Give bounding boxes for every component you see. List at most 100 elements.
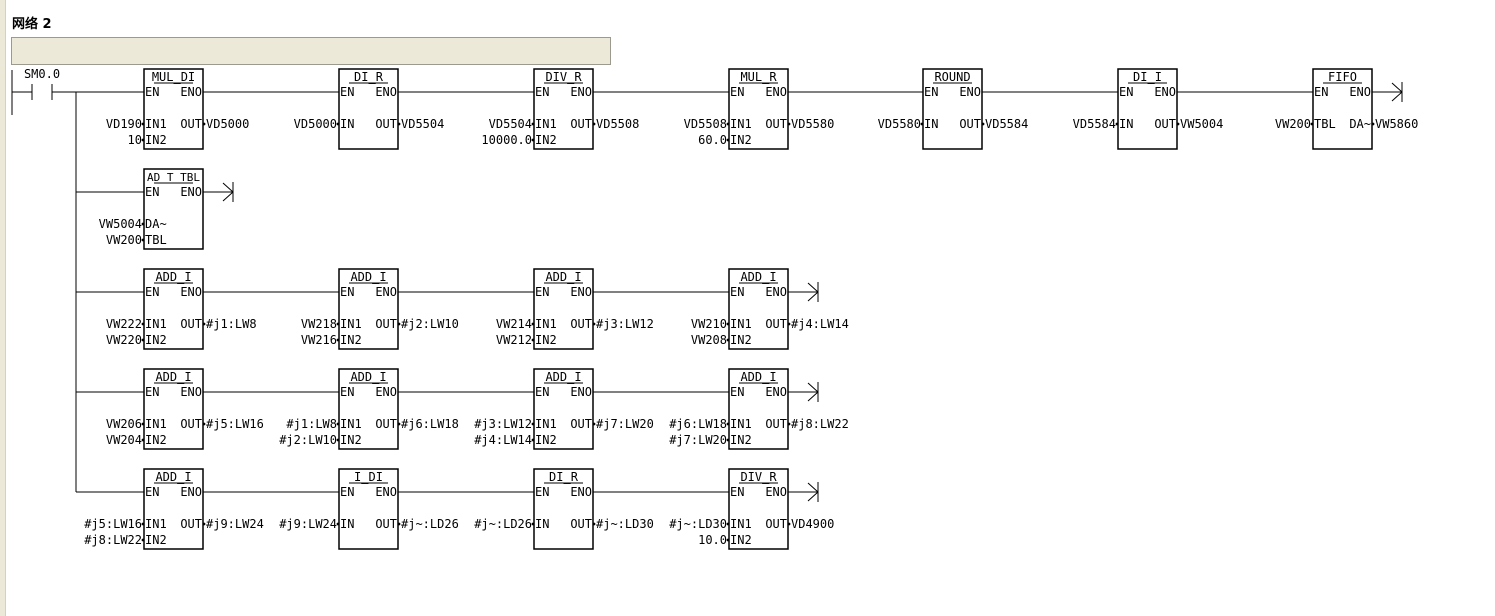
operand-input: VW200: [1275, 117, 1311, 131]
block-name: ADD_I: [350, 270, 386, 284]
operand-input: VW210: [691, 317, 727, 331]
block-frame: [728, 468, 789, 550]
pin-dot: [981, 122, 985, 126]
output-end-arrow-icon: [788, 282, 819, 302]
pin-input-in: IN: [1119, 117, 1133, 131]
pin-dot: [336, 422, 340, 426]
operand-input: VD5584: [1073, 117, 1116, 131]
pin-dot: [531, 522, 535, 526]
pin-dot: [141, 122, 145, 126]
pin-eno: ENO: [375, 85, 397, 99]
operand-output: #j~:LD30: [596, 517, 654, 531]
block-frame: [338, 68, 399, 150]
pin-eno: ENO: [375, 285, 397, 299]
block-frame: [728, 368, 789, 450]
pin-dot: [726, 122, 730, 126]
pin-input-in1: IN1: [145, 417, 167, 431]
pin-input-in2: IN2: [535, 133, 557, 147]
pin-eno: ENO: [959, 85, 981, 99]
pin-dot: [531, 122, 535, 126]
pin-output: OUT: [180, 517, 202, 531]
contact-sm0-0[interactable]: SM0.0: [12, 67, 144, 100]
operand-output: VD4900: [791, 517, 834, 531]
operand-output: #j3:LW12: [596, 317, 654, 331]
pin-eno: ENO: [570, 85, 592, 99]
block-name: ADD_I: [545, 370, 581, 384]
block-name: AD_T_TBL: [147, 171, 200, 184]
pin-eno: ENO: [765, 85, 787, 99]
operand-output: #j6:LW18: [401, 417, 459, 431]
pin-en: EN: [924, 85, 938, 99]
pin-dot: [141, 538, 145, 542]
pin-output: OUT: [765, 117, 787, 131]
output-end-arrow-icon: [788, 382, 819, 402]
operand-input: VW220: [106, 333, 142, 347]
pin-input-in2: IN2: [535, 333, 557, 347]
pin-en: EN: [340, 285, 354, 299]
pin-dot: [592, 422, 596, 426]
operand-output: #j~:LD26: [401, 517, 459, 531]
operand-input: #j~:LD26: [474, 517, 532, 531]
block-name: I_DI: [354, 470, 383, 484]
pin-dot: [787, 422, 791, 426]
operand-input: #j2:LW10: [279, 433, 337, 447]
operand-input: 10: [128, 133, 142, 147]
block-frame: [1117, 68, 1178, 150]
block-frame: [922, 68, 983, 150]
operand-output: VD5000: [206, 117, 249, 131]
operand-input: VW214: [496, 317, 532, 331]
pin-eno: ENO: [570, 385, 592, 399]
pin-input-in1: IN1: [535, 417, 557, 431]
operand-input: VW216: [301, 333, 337, 347]
block-frame: [143, 168, 204, 250]
pin-eno: ENO: [180, 485, 202, 499]
operand-output: VD5584: [985, 117, 1028, 131]
network-comment-box[interactable]: [11, 37, 611, 65]
block-name: MUL_DI: [152, 70, 195, 84]
block-name: ADD_I: [740, 370, 776, 384]
block-frame: [143, 268, 204, 350]
pin-dot: [531, 422, 535, 426]
operand-input: VW5004: [99, 217, 142, 231]
pin-en: EN: [730, 385, 744, 399]
operand-input: VW206: [106, 417, 142, 431]
pin-en: EN: [535, 285, 549, 299]
pin-output: OUT: [959, 117, 981, 131]
operand-input: VD5508: [684, 117, 727, 131]
block-frame: [143, 468, 204, 550]
pin-dot: [531, 438, 535, 442]
pin-input-in: IN: [340, 117, 354, 131]
pin-dot: [531, 138, 535, 142]
pin-dot: [141, 322, 145, 326]
operand-input: VD5504: [489, 117, 532, 131]
operand-input: VD190: [106, 117, 142, 131]
pin-dot: [336, 322, 340, 326]
pin-eno: ENO: [570, 485, 592, 499]
arrow-stroke: [1391, 82, 1403, 93]
pin-dot: [202, 122, 206, 126]
pin-en: EN: [535, 485, 549, 499]
pin-input-in1: IN1: [340, 317, 362, 331]
pin-en: EN: [730, 85, 744, 99]
